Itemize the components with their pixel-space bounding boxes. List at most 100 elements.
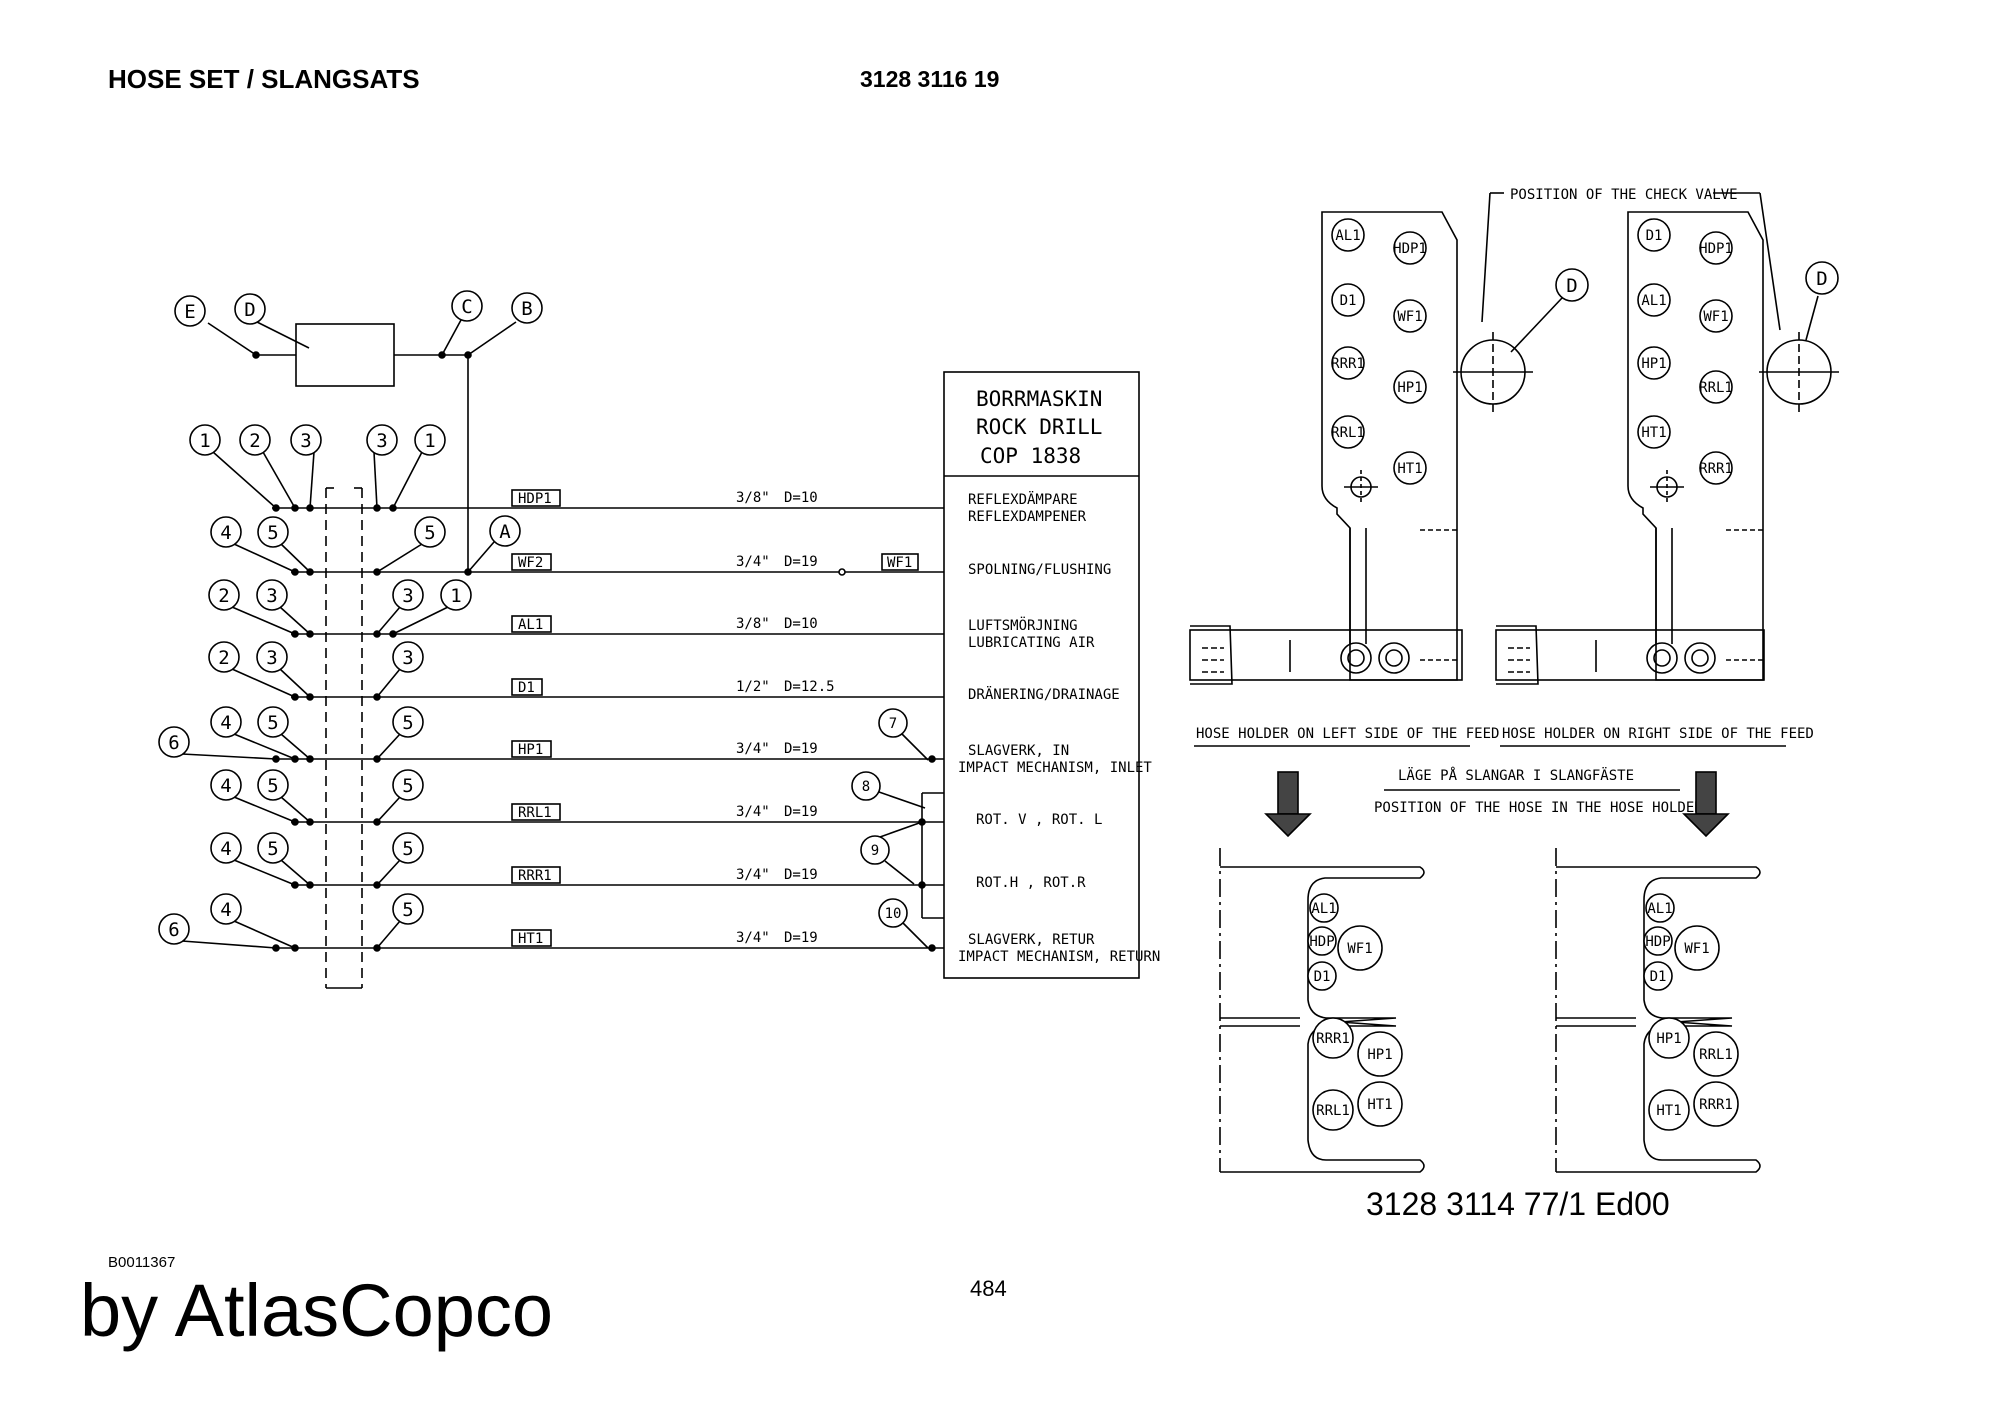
- hose-diameter: D=19: [784, 867, 818, 883]
- hose-section-label: HP1: [1656, 1031, 1681, 1047]
- drill-model: COP 1838: [980, 444, 1081, 468]
- hose-tag-box: [511, 678, 543, 696]
- hose-section-hp1: HP1: [1357, 1031, 1403, 1077]
- hose-section-label: HDP: [1309, 934, 1334, 950]
- hose-section-rrr1: RRR1: [1693, 1081, 1739, 1127]
- port-d1: D1: [1331, 283, 1365, 317]
- item-number: 4: [220, 712, 231, 734]
- hose-diameter: D=19: [784, 554, 818, 570]
- hose-section-hdp: HDP: [1307, 926, 1337, 956]
- port-hdp1: HDP1: [1393, 231, 1427, 265]
- port-label: WF1: [1703, 309, 1728, 325]
- hose-tag: AL1: [518, 617, 543, 633]
- item-number: 4: [220, 522, 231, 544]
- hose-size: 3/4": [736, 741, 770, 757]
- item-number: 5: [267, 522, 278, 544]
- port-10: 10: [885, 906, 902, 922]
- item-number: 5: [402, 838, 413, 860]
- item-number: 5: [267, 712, 278, 734]
- left-holder-caption: HOSE HOLDER ON LEFT SIDE OF THE FEED: [1196, 726, 1499, 742]
- hose-diameter: D=19: [784, 804, 818, 820]
- port-hp1: HP1: [1637, 346, 1671, 380]
- item-number: 5: [267, 838, 278, 860]
- hose-section-hdp: HDP: [1643, 926, 1673, 956]
- hose-diameter: D=10: [784, 616, 818, 632]
- port-label: RRL1: [1331, 425, 1365, 441]
- port-rrl1: RRL1: [1331, 415, 1365, 449]
- check-valve-callout: POSITION OF THE CHECK VALVE: [1481, 187, 1781, 331]
- letter-c: C: [461, 296, 472, 318]
- hose-section-al1: AL1: [1309, 893, 1339, 923]
- hose-section-rrr1: RRR1: [1312, 1017, 1354, 1059]
- port-function: DRÄNERING/DRAINAGE: [968, 685, 1120, 703]
- port-function: ROT. V , ROT. L: [976, 812, 1102, 828]
- item-number: 5: [267, 775, 278, 797]
- item-number: 2: [218, 585, 229, 607]
- letter-balloon-e: E: [174, 295, 206, 327]
- hose-section-label: RRL1: [1699, 1047, 1733, 1063]
- brand-logo-text: by AtlasCopco: [80, 1269, 554, 1352]
- port-function: IMPACT MECHANISM, INLET: [958, 760, 1152, 776]
- item-number: 5: [424, 522, 435, 544]
- hose-section-label: HDP: [1645, 934, 1670, 950]
- hose-size: 1/2": [736, 679, 770, 695]
- hose-section-label: HT1: [1367, 1097, 1392, 1113]
- item-number: 4: [220, 899, 231, 921]
- drill-title-en: ROCK DRILL: [976, 415, 1102, 439]
- hose-section-wf1: WF1: [1674, 925, 1720, 971]
- port-9: 9: [871, 843, 879, 859]
- port-balloon-8: 8: [851, 771, 926, 809]
- hose-size: 3/4": [736, 867, 770, 883]
- port-rrr1: RRR1: [1331, 346, 1365, 380]
- down-arrow-right: [1682, 771, 1730, 838]
- position-caption-sv: LÄGE PÅ SLANGAR I SLANGFÄSTE: [1398, 766, 1634, 784]
- letter-balloon-c: C: [451, 290, 483, 322]
- hose-tag: HDP1: [518, 491, 552, 507]
- hose-tag-box: [511, 615, 552, 633]
- letter-d: D: [244, 299, 255, 321]
- hose-section-label: D1: [1314, 969, 1331, 985]
- hose-section-rrl1: RRL1: [1693, 1031, 1739, 1077]
- port-function: LUBRICATING AIR: [968, 635, 1095, 651]
- page-number: 484: [970, 1276, 1007, 1301]
- letter-balloon-d: D: [234, 293, 266, 325]
- item-number: 2: [249, 430, 260, 452]
- item-number: 5: [402, 775, 413, 797]
- item-number: 5: [402, 712, 413, 734]
- port-al1: AL1: [1331, 218, 1365, 252]
- port-label: RRR1: [1699, 461, 1733, 477]
- hose-tag-box: [511, 803, 561, 821]
- hose-section-ht1: HT1: [1648, 1089, 1690, 1131]
- hose-section-label: D1: [1650, 969, 1667, 985]
- valve-block: [295, 323, 395, 387]
- port-label: WF1: [1397, 309, 1422, 325]
- port-function: ROT.H , ROT.R: [976, 875, 1086, 891]
- drawing-number: 3128 3114 77/1 Ed00: [1366, 1186, 1670, 1222]
- port-8: 8: [862, 779, 870, 795]
- port-label: AL1: [1335, 228, 1360, 244]
- hose-tag: HP1: [518, 742, 543, 758]
- port-label: HP1: [1641, 356, 1666, 372]
- letter-balloon-a: A: [464, 515, 521, 576]
- item-number: 3: [266, 647, 277, 669]
- hose-tag-box: [511, 929, 552, 947]
- check-valve-label: POSITION OF THE CHECK VALVE: [1510, 187, 1738, 203]
- item-number: 4: [220, 775, 231, 797]
- down-arrow-left: [1264, 771, 1312, 838]
- hose-tag: D1: [518, 680, 535, 696]
- hose-size: 3/4": [736, 930, 770, 946]
- item-number: 3: [266, 585, 277, 607]
- detail-d-letter-right: D: [1816, 268, 1827, 290]
- hose-tag-box: [511, 489, 561, 507]
- letter-b: B: [521, 298, 532, 320]
- port-ht1: HT1: [1637, 415, 1671, 449]
- hose-size: 3/4": [736, 804, 770, 820]
- detail-d-letter-left: D: [1566, 275, 1577, 297]
